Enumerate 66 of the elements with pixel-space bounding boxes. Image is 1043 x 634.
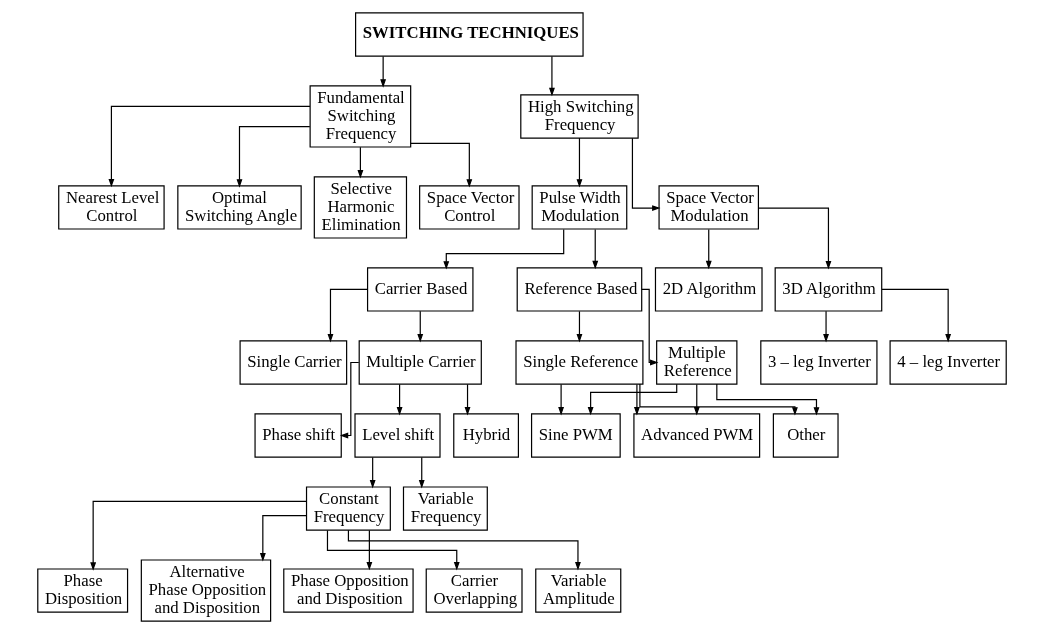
node-box: SWITCHING TECHNIQUES (354, 12, 584, 57)
node-box: Phase Disposition (36, 568, 128, 613)
arrow (548, 55, 555, 97)
node-box: Space Vector Control (418, 185, 520, 230)
node-box: Single Carrier (239, 340, 347, 385)
arrow (379, 55, 386, 88)
arrow (365, 529, 372, 571)
node-box: Pulse Width Modulation (531, 185, 627, 230)
node-box: Phase Opposition and Disposition (282, 568, 414, 613)
arrow (576, 310, 582, 343)
node-box: High Switching Frequency (519, 94, 639, 139)
node-box: Level shift (353, 413, 441, 458)
arrow (880, 288, 951, 343)
node-box: Nearest Level Control (57, 185, 165, 230)
arrow (369, 456, 376, 489)
node-box: Sine PWM (530, 413, 621, 458)
arrow (259, 515, 307, 562)
arrow (396, 383, 403, 416)
arrow (416, 310, 423, 343)
arrow (327, 288, 368, 343)
arrow (591, 228, 598, 270)
node-box: Other (772, 413, 839, 458)
arrow (442, 228, 564, 270)
arrow (89, 500, 307, 571)
arrow (326, 529, 460, 571)
node-box: 3 – leg Inverter (759, 340, 878, 385)
arrow (640, 288, 658, 366)
arrow (576, 137, 582, 188)
arrow (757, 207, 831, 270)
arrow (107, 105, 311, 188)
node-box: Constant Frequency (305, 486, 391, 531)
arrow (339, 361, 359, 439)
node-box: Alternative Phase Opposition and Disposition (140, 559, 271, 622)
node-box: Single Reference (514, 340, 643, 385)
node-box: Carrier Based (366, 267, 474, 312)
arrow (356, 146, 363, 179)
arrow (557, 383, 564, 416)
node-box: Fundamental Switching Frequency (309, 85, 411, 148)
arrow (409, 142, 472, 188)
node-box: Optimal Switching Angle (176, 185, 302, 230)
arrow (464, 383, 470, 416)
node-box: 4 – leg Inverter (889, 340, 1007, 385)
arrow (633, 383, 640, 416)
node-box: Space Vector Modulation (657, 185, 759, 230)
arrow (631, 137, 660, 211)
arrow (705, 228, 712, 270)
node-box: Variable Frequency (402, 486, 488, 531)
node-box: Carrier Overlapping (425, 568, 523, 613)
node-box: Advanced PWM (632, 413, 760, 458)
arrow (715, 383, 819, 416)
arrow (638, 383, 798, 416)
arrow (418, 456, 425, 489)
arrow (347, 529, 581, 571)
node-box: Multiple Carrier (358, 340, 482, 385)
node-box: Variable Amplitude (534, 568, 621, 613)
arrow (587, 383, 677, 416)
node-box: Hybrid (452, 413, 519, 458)
arrow (693, 383, 700, 416)
arrow (822, 310, 829, 343)
node-box: Selective Harmonic Elimination (313, 176, 407, 239)
node-box: Multiple Reference (655, 340, 737, 385)
arrow (236, 126, 310, 188)
node-box: Reference Based (516, 267, 642, 312)
node-box: Phase shift (253, 413, 342, 458)
node-box: 3D Algorithm (774, 267, 882, 312)
node-box: 2D Algorithm (654, 267, 763, 312)
